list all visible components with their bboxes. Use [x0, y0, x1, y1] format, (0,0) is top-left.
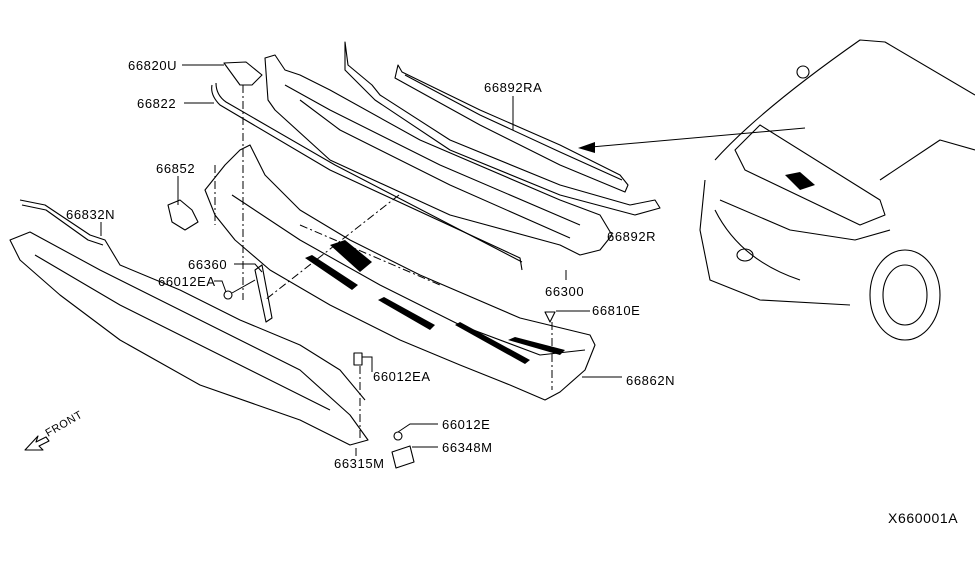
part-66315m-panel[interactable] — [9, 231, 369, 446]
label-66012ea[interactable]: 66012EA — [158, 274, 216, 289]
label-66820u[interactable]: 66820U — [128, 58, 177, 73]
label-66012e[interactable]: 66012E — [442, 417, 490, 432]
label-66360[interactable]: 66360 — [188, 257, 227, 272]
alignment-lines — [214, 85, 553, 440]
part-66012ea-screw[interactable] — [223, 279, 256, 300]
part-66822-seal[interactable] — [211, 82, 523, 271]
label-66810e[interactable]: 66810E — [592, 303, 640, 318]
part-66832n-seal[interactable] — [19, 199, 366, 401]
vehicle-illustration — [578, 39, 975, 341]
label-66892r[interactable]: 66892R — [607, 229, 656, 244]
part-66852-bracket[interactable] — [167, 199, 199, 231]
label-66348m[interactable]: 66348M — [442, 440, 493, 455]
label-66892ra[interactable]: 66892RA — [484, 80, 542, 95]
label-66012ea-lower[interactable]: 66012EA — [373, 369, 431, 384]
front-direction-indicator: FRONT — [24, 409, 85, 451]
part-66360-bracket[interactable] — [254, 264, 273, 323]
part-66348m-bracket[interactable] — [391, 431, 415, 469]
leader-lines — [100, 64, 622, 456]
front-label: FRONT — [44, 409, 85, 440]
part-66892ra-strip[interactable] — [394, 64, 629, 193]
label-66300[interactable]: 66300 — [545, 284, 584, 299]
label-66822[interactable]: 66822 — [137, 96, 176, 111]
part-66820u-pad[interactable] — [223, 61, 263, 86]
part-66012ea-bolt[interactable] — [353, 352, 363, 366]
front-arrow-icon — [24, 435, 50, 451]
part-66810e-clip[interactable] — [544, 311, 556, 323]
label-66862n[interactable]: 66862N — [626, 373, 675, 388]
part-66862n-cowl[interactable] — [204, 144, 596, 401]
diagram-code: X660001A — [888, 510, 958, 526]
part-66300-cowl-top[interactable] — [264, 54, 613, 256]
part-66892r-seal[interactable] — [344, 41, 661, 216]
label-66832n[interactable]: 66832N — [66, 207, 115, 222]
label-66315m[interactable]: 66315M — [334, 456, 385, 471]
label-66852[interactable]: 66852 — [156, 161, 195, 176]
